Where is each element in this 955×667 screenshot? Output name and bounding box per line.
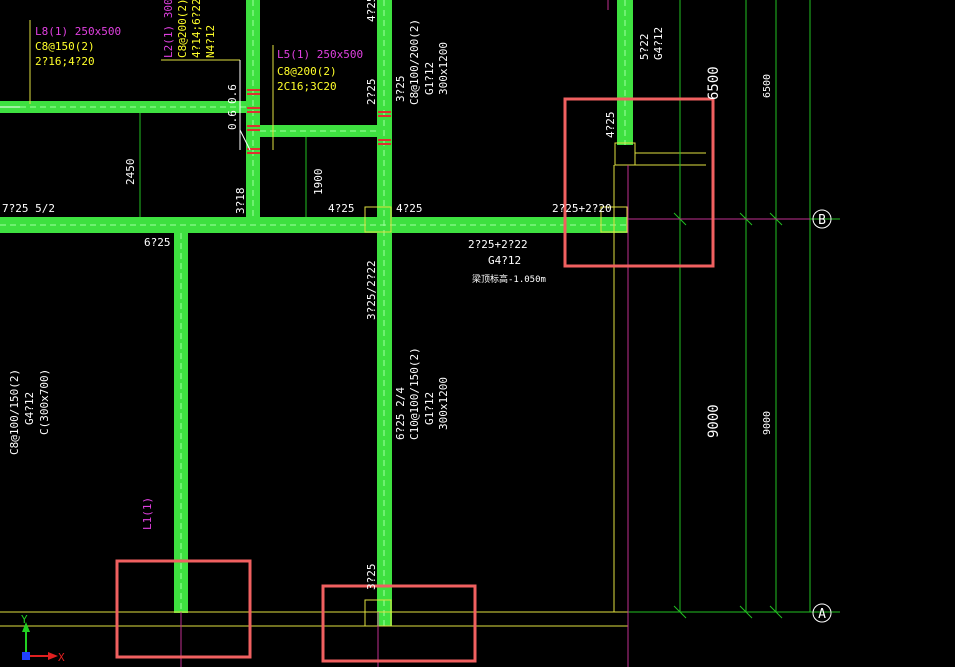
- beam-l8-bars: 2?16;4?20: [35, 55, 95, 68]
- label-bottom-3-25: 3?25: [365, 564, 378, 591]
- dim-1900: 1900: [312, 169, 325, 196]
- left-col-b: G4?12: [23, 392, 36, 425]
- mid-col-bot-c: G1?12: [423, 392, 436, 425]
- highlight-box-middle: [321, 584, 477, 663]
- right-beam-line-1: 2?25+2?22: [468, 238, 528, 251]
- beam-l5-bars: 2C16;3C20: [277, 80, 337, 93]
- right-beam-line-2: G4?12: [488, 254, 521, 267]
- mid-col-bot-d: 300x1200: [437, 377, 450, 430]
- annotations: L8(1) 250x500 C8@150(2) 2?16;4?20 L2(1) …: [2, 0, 773, 590]
- highlight-box-left: [115, 559, 252, 659]
- label-top-4-25: 4?25: [365, 0, 378, 22]
- leader-lines: [0, 60, 251, 151]
- beam-l2-side: N4?12: [204, 25, 217, 58]
- label-3-18: 3?18: [234, 188, 247, 215]
- rebar-marks: [247, 89, 391, 154]
- right-4-25: 4?25: [604, 112, 617, 139]
- beam-centerlines: [0, 0, 628, 626]
- dim-6500-large: 6500: [706, 66, 722, 100]
- highlight-box-b-axis: [563, 97, 715, 268]
- beam-l2-bars: 4?14;6?22 2: [190, 0, 203, 58]
- mid-col-bot-b: C10@100/150(2): [408, 347, 421, 440]
- mid-col-vertical: 3?25/2?22: [365, 260, 378, 320]
- dim-9000-small: 9000: [762, 411, 773, 435]
- beam-l5-name[interactable]: L5(1) 250x500: [277, 48, 363, 61]
- outline-layer: [0, 20, 706, 627]
- axis-bubble-b[interactable]: B: [812, 209, 832, 229]
- dim-0-6-b: 0.6: [226, 110, 239, 130]
- axis-bubble-a[interactable]: A: [812, 603, 832, 623]
- beam-l8-name[interactable]: L8(1) 250x500: [35, 25, 121, 38]
- label-top-left-bars: 7?25 5/2: [2, 202, 55, 215]
- dimension-lines: [139, 0, 840, 619]
- mid-col-top-c: G1?12: [423, 62, 436, 95]
- beam-l8-stirrup: C8@150(2): [35, 40, 95, 53]
- right-beam-line-3: 梁顶标高-1.050m: [472, 273, 546, 285]
- dim-2450: 2450: [124, 159, 137, 186]
- beams-layer: [0, 0, 633, 626]
- dim-6500-small: 6500: [762, 74, 773, 98]
- beam-l2-stirrup: C8@200(2): [176, 0, 189, 58]
- ucs-x-label: X: [58, 651, 65, 664]
- beam-l5-stirrup: C8@200(2): [277, 65, 337, 78]
- axis-b-label: B: [818, 213, 826, 228]
- label-4-25-a: 4?25: [328, 202, 355, 215]
- label-2-25: 2?25: [365, 79, 378, 106]
- mid-col-top-d: 300x1200: [437, 42, 450, 95]
- beam-l1-name[interactable]: L1(1): [141, 497, 154, 530]
- mid-col-top-b: C8@100/200(2): [408, 19, 421, 105]
- right-top-b: G4?12: [652, 27, 665, 60]
- label-2-25-right: 2?25+2?20: [552, 202, 612, 215]
- beam-l2-name[interactable]: L2(1) 300x6: [162, 0, 175, 58]
- mid-col-bot-a: 6?25 2/4: [394, 387, 407, 440]
- axis-a-label: A: [818, 607, 826, 622]
- dim-0-6-a: 0.6: [226, 84, 239, 104]
- right-top-a: 5?22: [638, 34, 651, 61]
- left-col-a: C8@100/150(2): [8, 369, 21, 455]
- highlight-boxes: [115, 97, 715, 663]
- beam-l5[interactable]: [260, 125, 378, 137]
- label-4-25-b: 4?25: [396, 202, 423, 215]
- left-col-c: C(300x700): [38, 369, 51, 435]
- ucs-icon: Y X: [21, 613, 65, 664]
- ucs-y-label: Y: [21, 613, 28, 626]
- mid-col-top-a: 3?25: [394, 76, 407, 103]
- label-6-25: 6?25: [144, 236, 171, 249]
- dim-9000-large: 9000: [706, 404, 722, 438]
